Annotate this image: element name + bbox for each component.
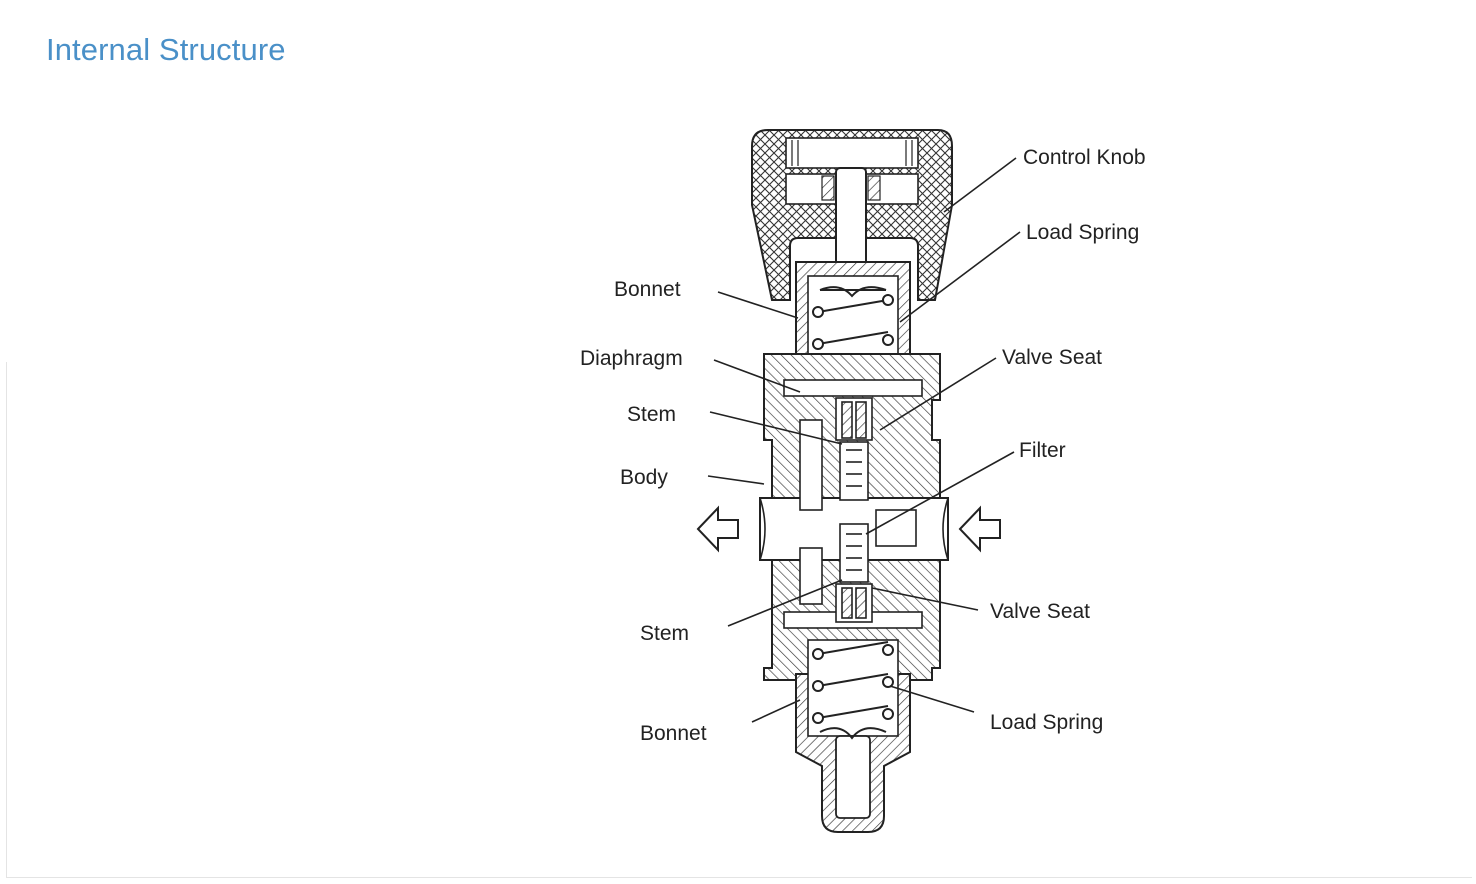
content-border-bottom — [6, 877, 1472, 878]
label-body: Body — [620, 466, 668, 489]
label-control-knob: Control Knob — [1023, 146, 1146, 169]
label-filter: Filter — [1019, 439, 1066, 462]
content-border-left — [6, 362, 7, 878]
label-diaphragm: Diaphragm — [580, 347, 683, 370]
label-load-spring-bottom: Load Spring — [990, 711, 1103, 734]
inlet-arrow-icon — [958, 505, 1001, 553]
label-valve-seat-bottom: Valve Seat — [990, 600, 1090, 623]
outlet-arrow-icon — [696, 505, 739, 553]
label-stem-top: Stem — [627, 403, 676, 426]
label-bonnet-top: Bonnet — [614, 278, 681, 301]
section-title: Internal Structure — [46, 32, 286, 67]
load-spring-bottom — [812, 641, 894, 740]
label-stem-bottom: Stem — [640, 622, 689, 645]
stem-assembly — [835, 397, 873, 623]
label-load-spring-top: Load Spring — [1026, 221, 1139, 244]
label-valve-seat-top: Valve Seat — [1002, 346, 1102, 369]
control-knob — [751, 129, 953, 301]
leader-lines — [707, 157, 1021, 723]
label-bonnet-bottom: Bonnet — [640, 722, 707, 745]
